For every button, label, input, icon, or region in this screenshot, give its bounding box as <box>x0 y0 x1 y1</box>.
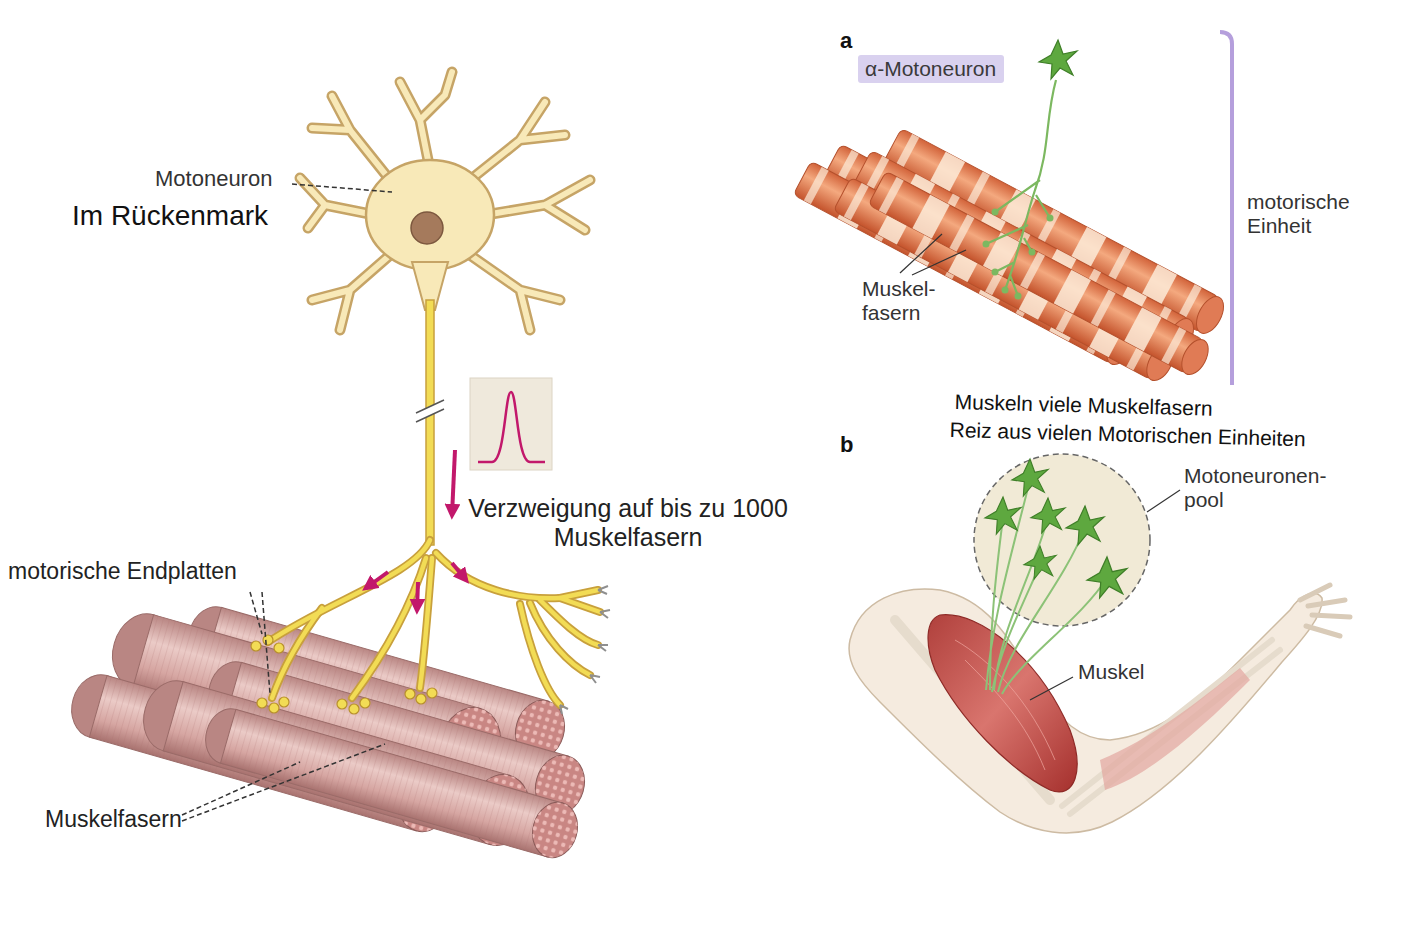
neuron-label: Motoneuron <box>155 166 272 191</box>
muscle-fiber <box>199 703 584 863</box>
axon-terminals <box>560 586 610 714</box>
endplate <box>416 694 426 704</box>
endplate <box>274 643 284 653</box>
leader-lines-b <box>1030 490 1180 700</box>
handwritten-note: Reiz aus vielen Motorischen Einheiten <box>949 418 1306 451</box>
leader-line <box>262 592 270 694</box>
action-potential-curve <box>478 392 545 462</box>
endplates <box>251 635 437 714</box>
axon-break <box>416 400 444 422</box>
leader-line <box>900 234 942 273</box>
endplate <box>279 697 289 707</box>
leader-line <box>912 250 966 275</box>
fiber-body <box>868 171 1204 374</box>
conduction-arrow <box>452 450 455 515</box>
ending <box>1029 249 1036 256</box>
branching-note: Verzweigung auf bis zu 1000 Muskelfasern <box>468 494 788 552</box>
highlighted-label: α-Motoneuron <box>858 55 1004 83</box>
fiber-end <box>526 797 584 863</box>
endplate <box>257 698 267 708</box>
conduction-arrow <box>366 572 388 588</box>
dendrites <box>300 72 590 330</box>
ending <box>992 269 999 276</box>
endplate <box>337 699 347 709</box>
ending <box>983 241 990 248</box>
forearm-bones <box>1062 640 1280 814</box>
leader-line <box>182 762 300 815</box>
fiber-label: Muskelfasern <box>45 806 182 832</box>
fiber-label: Muskel- fasern <box>862 277 952 325</box>
leader-lines-left <box>182 184 392 821</box>
endplate <box>427 688 437 698</box>
forearm-muscle <box>1100 668 1250 790</box>
leader-line <box>292 184 392 192</box>
cell-body <box>366 160 494 270</box>
dendrite-outline <box>300 72 590 330</box>
conduction-arrow <box>417 582 418 610</box>
hand-bones <box>1300 585 1350 636</box>
endplate <box>405 689 415 699</box>
panel-letter: a <box>840 28 852 53</box>
motoneuron-cell <box>1087 557 1127 598</box>
motoneuron-cell <box>1031 498 1065 533</box>
endplate <box>360 698 370 708</box>
alpha-motoneuron-cell <box>1039 40 1077 79</box>
motor-axon <box>986 80 1056 296</box>
motoneuron-cell <box>1012 459 1048 496</box>
endplate <box>269 703 279 713</box>
pool-label: Motoneuronen- pool <box>1184 464 1354 512</box>
leader-line <box>1147 490 1180 512</box>
muscle-striation <box>955 640 1055 770</box>
motoneuron-cell <box>985 497 1021 534</box>
motor-unit-label: motorische Einheit <box>1247 190 1387 238</box>
ending <box>992 209 999 216</box>
myofibrils <box>526 797 584 863</box>
fiber-end <box>1191 292 1229 338</box>
motor-unit-fibers <box>793 128 1229 385</box>
leader-line <box>182 744 385 821</box>
endplate <box>251 641 261 651</box>
fiber-bands <box>868 171 1204 374</box>
endplate-label: motorische Endplatten <box>8 558 237 584</box>
fiber-body <box>220 709 562 857</box>
nucleus <box>411 212 443 244</box>
axon-endings <box>983 209 1054 300</box>
axon-branch-outline <box>268 540 600 705</box>
location-label: Im Rückenmark <box>72 200 268 232</box>
fiber-striation <box>220 709 562 857</box>
muscle-label: Muskel <box>1078 660 1145 684</box>
ending <box>1015 293 1022 300</box>
leader-line <box>250 592 262 634</box>
biceps-muscle <box>928 615 1077 792</box>
break-marks <box>416 400 444 422</box>
arm-outline <box>849 589 1322 833</box>
ending <box>1002 287 1009 294</box>
fiber-end <box>1176 335 1213 379</box>
panel-letter: b <box>840 432 853 457</box>
signal-inset <box>470 378 552 470</box>
leader-lines-a <box>900 234 966 275</box>
endplate <box>349 704 359 714</box>
axon-branches <box>268 540 600 705</box>
conduction-arrows <box>366 450 466 610</box>
ending <box>1047 215 1054 222</box>
axon <box>426 300 434 545</box>
endplate <box>263 635 273 645</box>
motoneuron-cell <box>1066 506 1104 545</box>
node-text: α-Motoneuron <box>865 57 997 81</box>
motoneuron-cell <box>1024 546 1056 579</box>
leader-line <box>1030 677 1073 700</box>
handwritten-note: Muskeln viele Muskelfasern <box>954 390 1212 421</box>
motor-unit-bracket <box>1220 32 1232 385</box>
conduction-arrow <box>452 563 466 580</box>
